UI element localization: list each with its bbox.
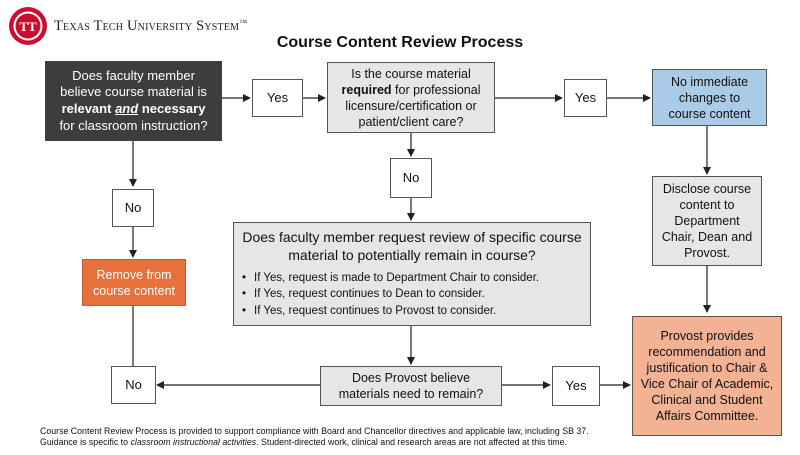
relevant-line2: for classroom instruction? — [59, 117, 208, 133]
result-provost-recommendation: Provost provides recommendation and just… — [632, 316, 782, 436]
page-title: Course Content Review Process — [276, 34, 524, 51]
footer-line2: Guidance is specific to classroom instru… — [40, 436, 567, 447]
question-request-review: Does faculty member request review of sp… — [233, 222, 591, 326]
relevant-line1: Does faculty member believe course mater… — [60, 67, 207, 100]
footer-line1: Course Content Review Process is provide… — [40, 426, 589, 436]
step-disclose-content: Disclose course content to Department Ch… — [652, 176, 762, 266]
label-yes-bottom: Yes — [552, 366, 600, 406]
label-yes-2: Yes — [564, 79, 607, 117]
brand-text: Texas Tech University System — [54, 18, 240, 34]
required-pre: Is the course material — [351, 66, 471, 81]
relevant-bold2: necessary — [141, 101, 206, 116]
question-provost-believe: Does Provost believe materials need to r… — [320, 366, 502, 406]
bullet-dean: If Yes, request continues to Dean to con… — [242, 286, 582, 302]
required-post: for professional licensure/certification… — [345, 82, 481, 129]
texas-tech-logo: TT — [9, 7, 47, 45]
label-yes-1: Yes — [252, 79, 303, 117]
label-no-mid: No — [390, 158, 432, 198]
relevant-bold1: relevant — [61, 101, 112, 116]
question-relevant-necessary: Does faculty member believe course mater… — [45, 61, 222, 141]
bullet-provost: If Yes, request continues to Provost to … — [242, 303, 582, 319]
required-bold: required — [341, 82, 392, 97]
question-required-licensure: Is the course material required for prof… — [327, 62, 495, 133]
bullet-dept-chair: If Yes, request is made to Department Ch… — [242, 270, 582, 286]
relevant-and: and — [115, 101, 139, 116]
result-remove-content: Remove from course content — [82, 259, 186, 306]
logo-letters: TT — [19, 19, 37, 34]
brand-name: Texas Tech University System™ — [54, 18, 248, 34]
request-review-heading: Does faculty member request review of sp… — [242, 229, 582, 263]
label-no-bottom: No — [111, 366, 156, 404]
label-no-left: No — [112, 189, 154, 227]
result-no-immediate-changes: No immediate changes to course content — [652, 69, 767, 126]
request-review-bullets: If Yes, request is made to Department Ch… — [242, 270, 582, 318]
footer-note: Course Content Review Process is provide… — [40, 426, 589, 448]
